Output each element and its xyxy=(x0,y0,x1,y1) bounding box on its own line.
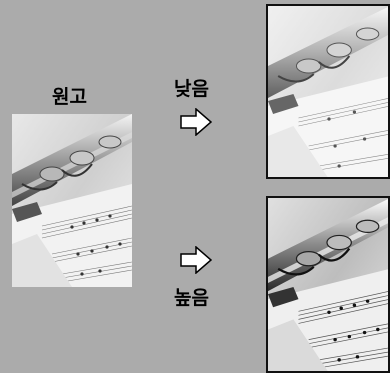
high-result-image xyxy=(266,196,390,373)
right-arrow-icon xyxy=(180,245,213,278)
low-label: 낮음 xyxy=(174,78,209,100)
original-label: 원고 xyxy=(52,86,87,108)
original-image xyxy=(12,114,132,287)
right-arrow-icon xyxy=(180,107,213,140)
high-label: 높음 xyxy=(174,287,209,309)
low-result-image xyxy=(266,4,390,179)
